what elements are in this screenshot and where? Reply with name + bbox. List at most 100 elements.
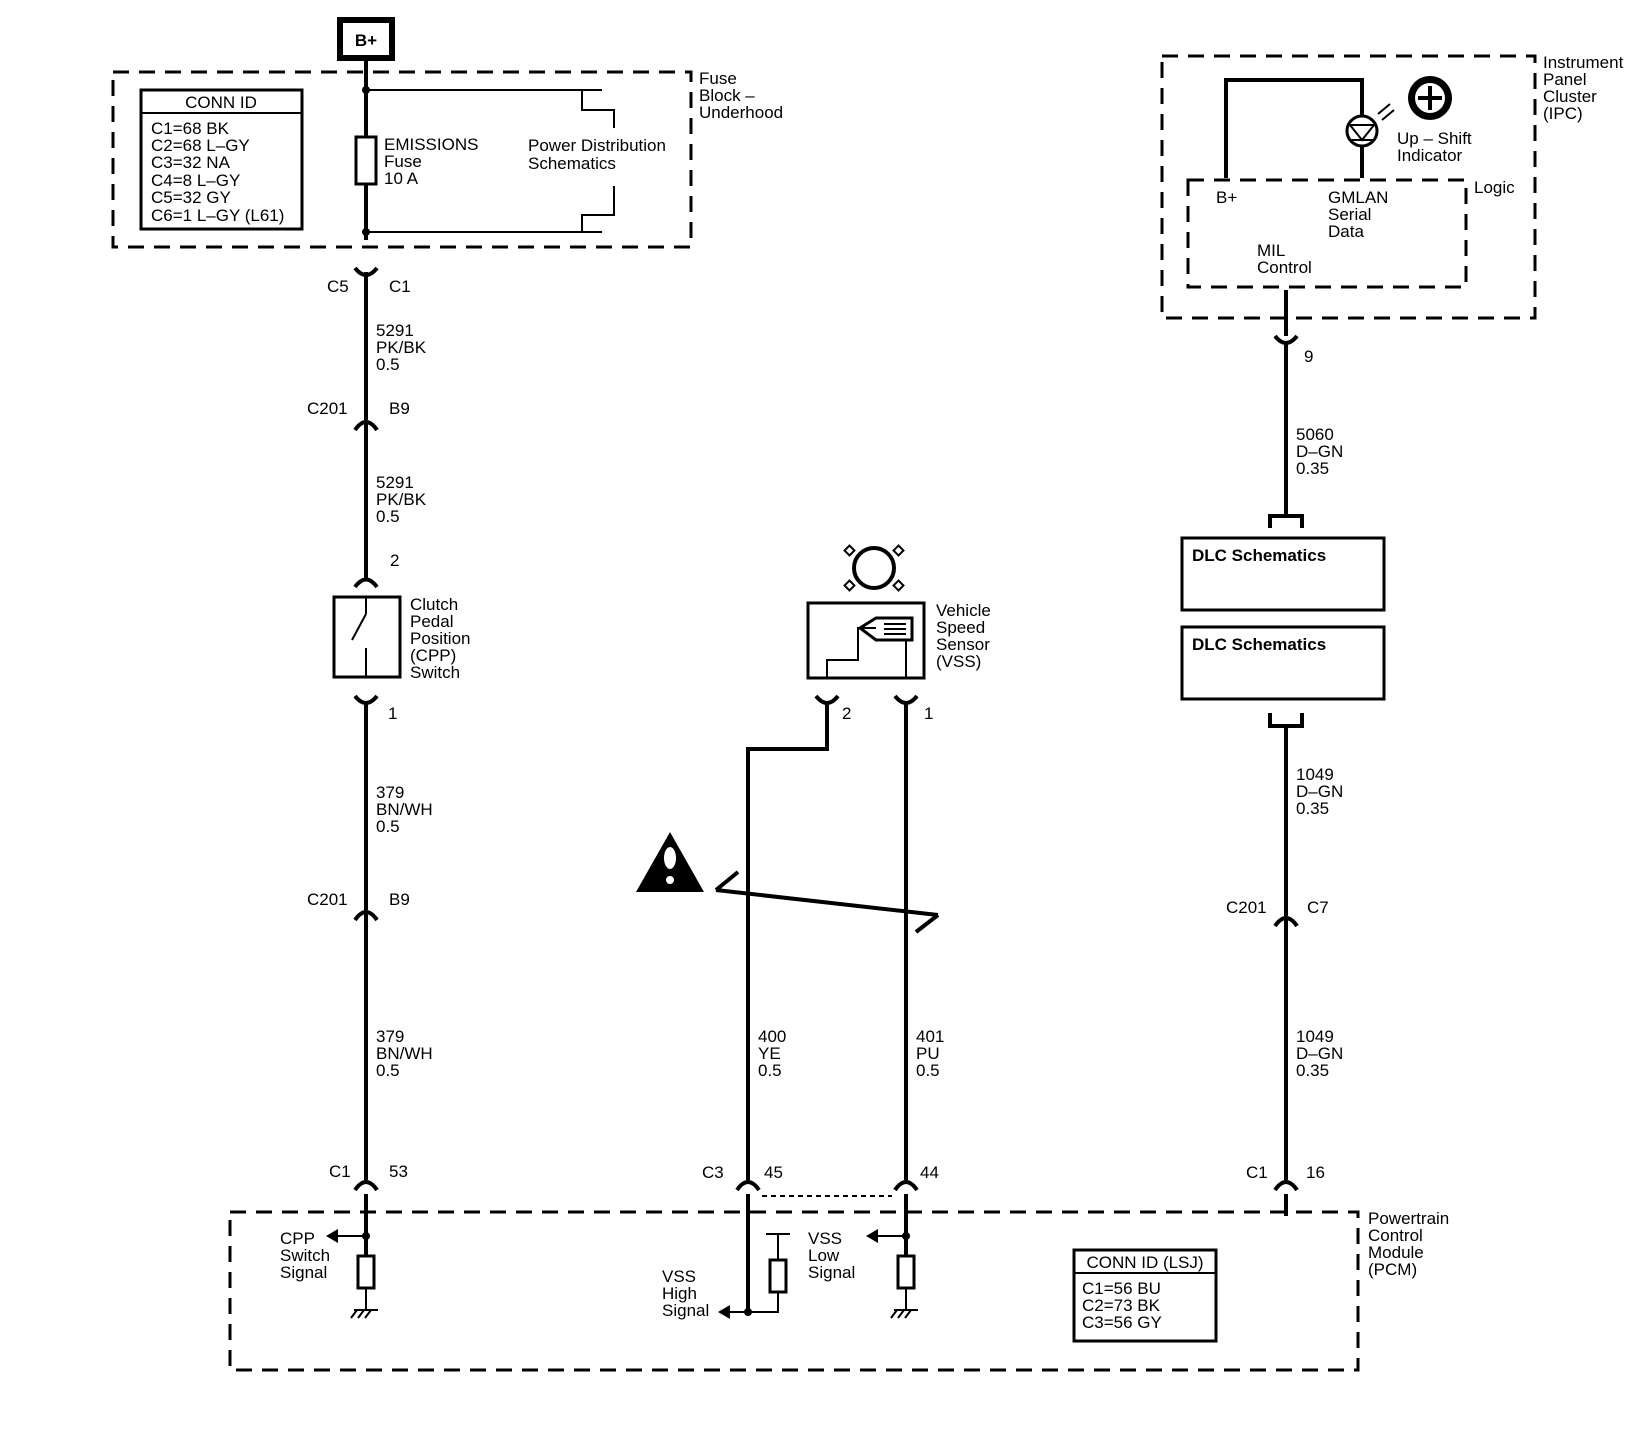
logic-label: Logic xyxy=(1474,178,1515,197)
svg-text:C3: C3 xyxy=(702,1163,724,1182)
svg-text:C201: C201 xyxy=(307,890,348,909)
svg-text:401: 401 xyxy=(916,1027,944,1046)
svg-text:MIL: MIL xyxy=(1257,241,1285,260)
svg-text:Control: Control xyxy=(1257,258,1312,277)
svg-text:D–GN: D–GN xyxy=(1296,442,1343,461)
svg-text:379: 379 xyxy=(376,783,404,802)
svg-text:DLC Schematics: DLC Schematics xyxy=(1192,635,1326,654)
svg-text:Clutch: Clutch xyxy=(410,595,458,614)
svg-text:45: 45 xyxy=(764,1163,783,1182)
vss-sensor xyxy=(806,601,926,680)
svg-text:2: 2 xyxy=(390,551,399,570)
ipc-title: Instrument Panel Cluster (IPC) xyxy=(1543,53,1624,123)
svg-text:Block –: Block – xyxy=(699,86,755,105)
svg-text:0.5: 0.5 xyxy=(376,355,400,374)
ipc-boundary xyxy=(1160,54,1537,320)
svg-text:Pedal: Pedal xyxy=(410,612,453,631)
svg-text:Fuse: Fuse xyxy=(384,152,422,171)
svg-text:CONN ID (LSJ): CONN ID (LSJ) xyxy=(1086,1253,1203,1272)
twisted-pair-marker xyxy=(714,870,940,934)
wire-379-label-b: 379 BN/WH 0.5 xyxy=(376,1027,433,1080)
svg-text:Speed: Speed xyxy=(936,618,985,637)
svg-text:1: 1 xyxy=(924,704,933,723)
svg-text:C201: C201 xyxy=(1226,898,1267,917)
svg-text:2: 2 xyxy=(842,704,851,723)
svg-text:Position: Position xyxy=(410,629,470,648)
svg-text:(CPP): (CPP) xyxy=(410,646,456,665)
wire-5060-label: 5060 D–GN 0.35 xyxy=(1296,425,1343,478)
svg-text:C201: C201 xyxy=(307,399,348,418)
fuse-block-boundary xyxy=(111,70,693,249)
svg-text:Sensor: Sensor xyxy=(936,635,990,654)
connector-c201-b9-a xyxy=(353,420,379,432)
wire-5291-label-b: 5291 PK/BK 0.5 xyxy=(376,473,427,526)
ipc-logic-boundary xyxy=(1186,178,1468,289)
svg-text:0.5: 0.5 xyxy=(916,1061,940,1080)
pcm-boundary xyxy=(228,1210,1360,1372)
dlc-schematics-box-2: DLC Schematics xyxy=(1180,625,1386,701)
svg-text:C1: C1 xyxy=(389,277,411,296)
connector-c201-c7 xyxy=(1273,916,1299,928)
svg-text:Switch: Switch xyxy=(410,663,460,682)
svg-text:0.5: 0.5 xyxy=(376,817,400,836)
svg-text:0.5: 0.5 xyxy=(758,1061,782,1080)
svg-text:B+: B+ xyxy=(1216,188,1237,207)
svg-text:Schematics: Schematics xyxy=(528,154,616,173)
svg-text:Module: Module xyxy=(1368,1243,1424,1262)
gear-icon xyxy=(843,544,905,592)
svg-text:C3=32 NA: C3=32 NA xyxy=(151,153,231,172)
svg-text:(IPC): (IPC) xyxy=(1543,104,1583,123)
vss-label: Vehicle Speed Sensor (VSS) xyxy=(936,601,991,671)
svg-text:C5: C5 xyxy=(327,277,349,296)
svg-text:Signal: Signal xyxy=(808,1263,855,1282)
svg-text:C1=68 BK: C1=68 BK xyxy=(151,119,230,138)
svg-text:1049: 1049 xyxy=(1296,1027,1334,1046)
wire-1049-label-a: 1049 D–GN 0.35 xyxy=(1296,765,1343,818)
svg-text:GMLAN: GMLAN xyxy=(1328,188,1388,207)
svg-text:C1: C1 xyxy=(1246,1163,1268,1182)
emissions-fuse-label: EMISSIONS Fuse 10 A xyxy=(384,135,478,188)
svg-text:PU: PU xyxy=(916,1044,940,1063)
svg-text:Underhood: Underhood xyxy=(699,103,783,122)
wire-379-label-a: 379 BN/WH 0.5 xyxy=(376,783,433,836)
svg-text:44: 44 xyxy=(920,1163,939,1182)
wire-5291-label-a: 5291 PK/BK 0.5 xyxy=(376,321,427,374)
svg-text:0.35: 0.35 xyxy=(1296,799,1329,818)
svg-text:C1=56 BU: C1=56 BU xyxy=(1082,1279,1161,1298)
svg-text:400: 400 xyxy=(758,1027,786,1046)
svg-text:Control: Control xyxy=(1368,1226,1423,1245)
svg-text:10 A: 10 A xyxy=(384,169,419,188)
pcm-conn-id-table: CONN ID (LSJ) C1=56 BU C2=73 BK C3=56 GY xyxy=(1072,1248,1218,1343)
up-shift-indicator-label: Up – Shift Indicator xyxy=(1397,129,1472,165)
svg-text:Powertrain: Powertrain xyxy=(1368,1209,1449,1228)
svg-text:9: 9 xyxy=(1304,347,1313,366)
svg-text:Up – Shift: Up – Shift xyxy=(1397,129,1472,148)
cpp-switch-label: Clutch Pedal Position (CPP) Switch xyxy=(410,595,470,682)
pcm-title: Powertrain Control Module (PCM) xyxy=(1368,1209,1449,1279)
svg-text:Panel: Panel xyxy=(1543,70,1586,89)
cpp-switch-signal-label: CPP Switch Signal xyxy=(280,1229,330,1282)
svg-text:Cluster: Cluster xyxy=(1543,87,1597,106)
svg-text:C6=1 L–GY (L61): C6=1 L–GY (L61) xyxy=(151,206,284,225)
svg-text:0.5: 0.5 xyxy=(376,507,400,526)
vss-high-signal-label: VSS High Signal xyxy=(662,1267,709,1320)
svg-text:Fuse: Fuse xyxy=(699,69,737,88)
fuse-block-title: Fuse Block – Underhood xyxy=(699,69,783,122)
warning-icon xyxy=(636,832,704,892)
svg-text:DLC Schematics: DLC Schematics xyxy=(1192,546,1326,565)
svg-text:Signal: Signal xyxy=(662,1301,709,1320)
svg-text:Indicator: Indicator xyxy=(1397,146,1463,165)
svg-text:C1: C1 xyxy=(329,1162,351,1181)
svg-text:B9: B9 xyxy=(389,890,410,909)
svg-text:Low: Low xyxy=(808,1246,840,1265)
svg-text:C5=32 GY: C5=32 GY xyxy=(151,188,231,207)
svg-text:BN/WH: BN/WH xyxy=(376,1044,433,1063)
svg-text:0.35: 0.35 xyxy=(1296,1061,1329,1080)
svg-text:PK/BK: PK/BK xyxy=(376,490,427,509)
svg-text:5291: 5291 xyxy=(376,473,414,492)
connector-c201-b9-b xyxy=(353,910,379,922)
svg-text:High: High xyxy=(662,1284,697,1303)
svg-text:Switch: Switch xyxy=(280,1246,330,1265)
